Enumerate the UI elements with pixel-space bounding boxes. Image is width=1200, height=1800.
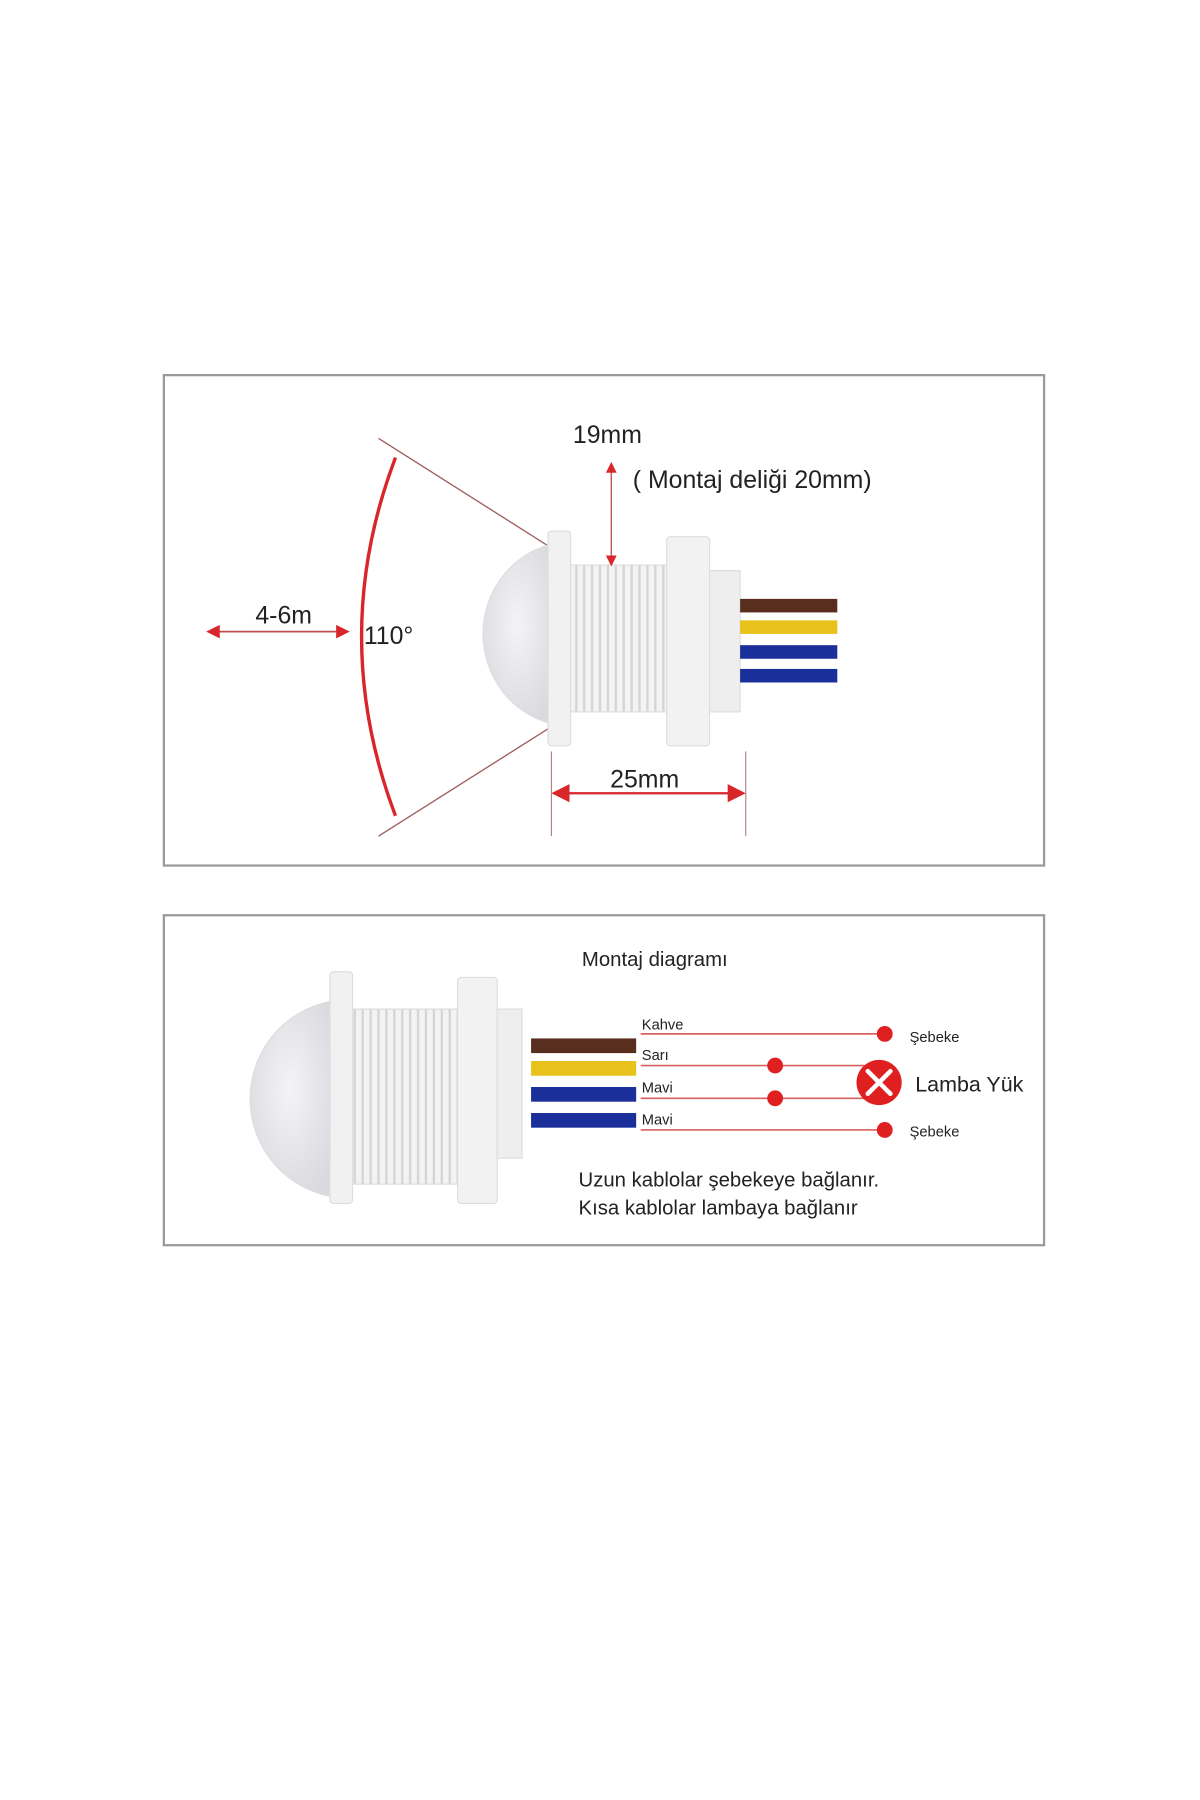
fov-line-top bbox=[378, 437, 549, 547]
dimensions-panel: 4-6m 110° 19mm ( Montaj deliği 20mm) 25m… bbox=[162, 374, 1046, 867]
range-label: 4-6m bbox=[255, 603, 312, 630]
wire-label-yellow: Sarı bbox=[642, 1048, 669, 1064]
wire-label-brown: Kahve bbox=[642, 1017, 684, 1033]
angle-label: 110° bbox=[364, 623, 414, 650]
connection-dot bbox=[876, 1025, 893, 1042]
pir-sensor-image bbox=[482, 530, 838, 747]
length-label: 25mm bbox=[610, 767, 679, 794]
connection-dot bbox=[876, 1122, 893, 1138]
fov-line-bottom bbox=[378, 728, 549, 837]
mains-label-top: Şebeke bbox=[910, 1030, 960, 1046]
connection-lines bbox=[640, 1033, 885, 1131]
diameter-label: 19mm bbox=[573, 422, 642, 449]
note-line-1: Uzun kablolar şebekeye bağlanır. bbox=[579, 1169, 880, 1191]
wire-label-blue-2: Mavi bbox=[642, 1112, 673, 1128]
pir-sensor-image bbox=[249, 971, 637, 1204]
load-label: Lamba Yük bbox=[915, 1073, 1023, 1097]
wiring-panel: Montaj diagramı Kahve Sarı Mavi Mavi bbox=[162, 914, 1046, 1247]
mains-label-bottom: Şebeke bbox=[910, 1125, 960, 1141]
hole-label: ( Montaj deliği 20mm) bbox=[633, 467, 872, 494]
fov-arc bbox=[359, 457, 398, 817]
lamp-load-icon bbox=[856, 1059, 902, 1106]
connection-dot bbox=[767, 1057, 784, 1074]
wiring-title: Montaj diagramı bbox=[582, 949, 728, 971]
wire-label-blue-1: Mavi bbox=[642, 1081, 673, 1097]
wire-labels: Kahve Sarı Mavi Mavi bbox=[642, 1017, 684, 1128]
note-line-2: Kısa kablolar lambaya bağlanır bbox=[579, 1198, 858, 1220]
connection-dot bbox=[767, 1090, 784, 1107]
